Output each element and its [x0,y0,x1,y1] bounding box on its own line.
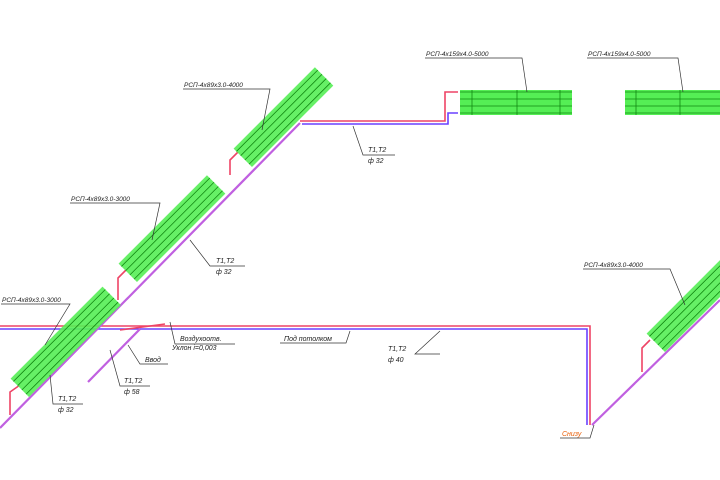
pipe-diameter: ф 58 [124,389,140,396]
air-vent-label: Воздухоотв. [180,335,222,343]
slope-label: Уклон i=0,003 [171,345,217,352]
coil-drop [9,384,21,415]
pipe-label: Т1,Т2 [368,147,386,154]
pipe-label: Т1,Т2 [124,378,142,385]
coil-label: РСП-4х159х4.0-5000 [426,51,489,58]
bottom-note-label: Снизу [562,431,582,438]
coil-label: РСП-4х89х3.0-4000 [584,262,643,269]
pipes [0,91,720,429]
main-supply-pipe [0,325,591,425]
coil-bundle [625,90,720,115]
left-riser-pipe [0,122,301,429]
coil-bundle [10,286,121,397]
coil-drop [117,269,127,300]
inlet-valve [119,323,166,331]
pipe-label: Т1,Т2 [388,346,406,353]
pipe-diameter: ф 40 [388,357,404,364]
top-supply-pipe [300,91,458,122]
pipe-label: Т1,Т2 [216,258,234,265]
inlet-branch-pipe [87,328,141,383]
coil-drop [641,339,651,372]
pipe-diameter: ф 32 [58,407,74,414]
coil-drop [229,151,239,175]
main-return-pipe [0,328,588,425]
coil-label: РСП-4х89х3.0-3000 [71,196,130,203]
pipe-label: Т1,Т2 [58,396,76,403]
pipe-diameter: ф 32 [216,269,232,276]
coil-bundle [460,90,572,115]
pipe-diameter: ф 32 [368,158,384,165]
inlet-label: Ввод [145,356,161,364]
coil-label: РСП-4х89х3.0-4000 [184,82,243,89]
coil-label: РСП-4х89х3.0-3000 [2,297,61,304]
right-riser-pipe [591,299,720,426]
top-return-pipe [302,112,458,125]
coil-bundle [118,175,226,282]
under-ceiling-label: Под потолком [284,335,332,343]
coil-bundle [646,252,720,352]
coil-bundle [233,67,334,167]
coil-label: РСП-4х159х4.0-5000 [588,51,651,58]
leader-lines [1,57,686,439]
